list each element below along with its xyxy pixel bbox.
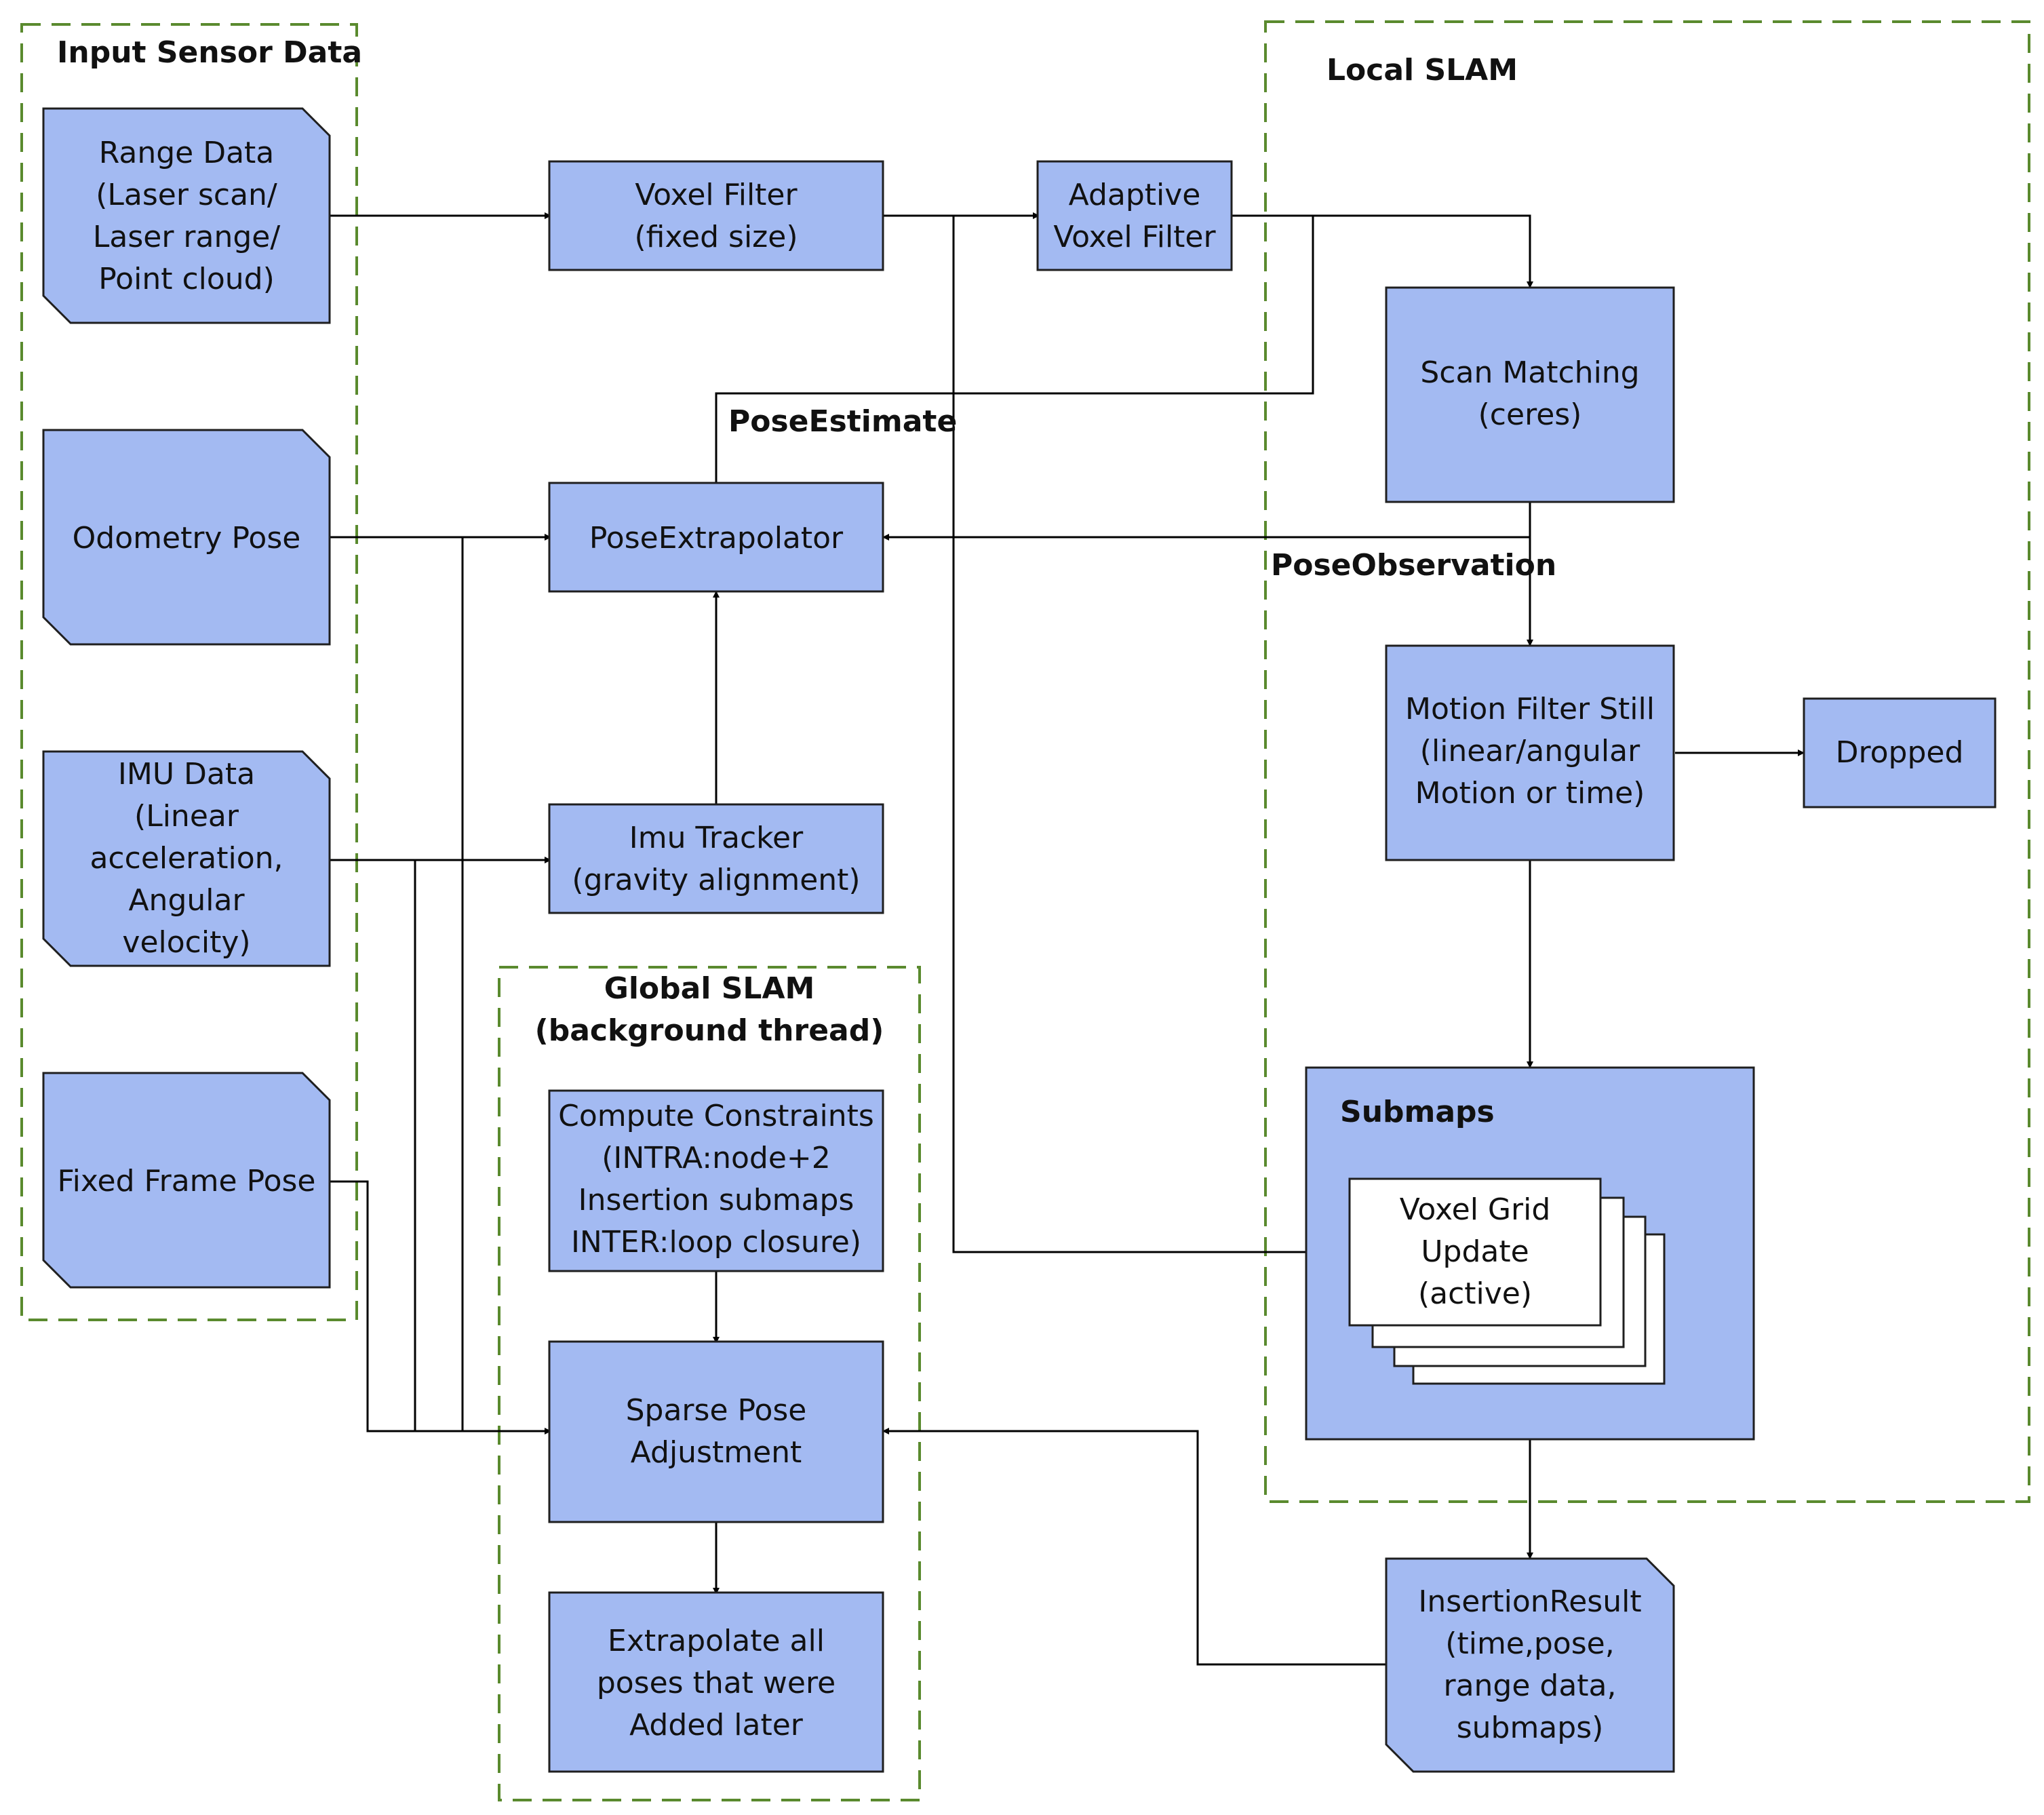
node-insertion-result-line3: range data, (1443, 1668, 1616, 1703)
node-voxel-grid-line3: (active) (1418, 1276, 1532, 1311)
node-dropped: Dropped (1803, 697, 1997, 808)
edge-label-pose-estimate: PoseEstimate (728, 404, 957, 439)
node-scan-matching-line2: (ceres) (1478, 397, 1582, 432)
node-odometry-pose-line1: Odometry Pose (73, 521, 301, 555)
group-title-local-slam: Local SLAM (1326, 53, 1518, 87)
node-submaps-title: Submaps (1340, 1095, 1495, 1129)
group-local-slam: Local SLAM (1264, 20, 2030, 1503)
node-adaptive-voxel-filter: Adaptive Voxel Filter (1036, 160, 1233, 271)
node-compute-constraints-line1: Compute Constraints (558, 1099, 874, 1133)
node-imu-data-line3: acceleration, (90, 841, 283, 876)
node-insertion-result-line2: (time,pose, (1445, 1626, 1614, 1661)
node-extrapolate-all-line2: poses that were (597, 1666, 836, 1700)
node-extrapolate-all-line1: Extrapolate all (608, 1624, 825, 1658)
node-voxel-grid-line1: Voxel Grid (1400, 1192, 1551, 1227)
node-imu-tracker-line1: Imu Tracker (629, 821, 804, 855)
node-adaptive-voxel-filter-line2: Voxel Filter (1053, 220, 1216, 254)
connectors (330, 212, 1805, 1666)
node-compute-constraints: Compute Constraints (INTRA:node+2 Insert… (548, 1089, 884, 1272)
node-sparse-pose-line1: Sparse Pose (626, 1393, 807, 1428)
node-sparse-pose-adjustment: Sparse Pose Adjustment (548, 1340, 884, 1523)
node-fixed-frame-pose: Fixed Frame Pose (42, 1072, 331, 1289)
node-imu-data-line2: (Linear (134, 799, 239, 834)
node-insertion-result: InsertionResult (time,pose, range data, … (1385, 1557, 1675, 1773)
node-voxel-grid-line2: Update (1421, 1234, 1529, 1269)
node-pose-extrapolator: PoseExtrapolator (548, 482, 884, 593)
node-range-data: Range Data (Laser scan/ Laser range/ Poi… (42, 107, 331, 324)
edge-label-pose-observation: PoseObservation (1271, 548, 1556, 583)
node-voxel-filter-line2: (fixed size) (634, 220, 798, 254)
node-sparse-pose-line2: Adjustment (631, 1435, 802, 1470)
node-imu-data-line1: IMU Data (118, 757, 255, 792)
group-title-global-slam-line2: (background thread) (535, 1013, 884, 1048)
group-title-input-sensor-data: Input Sensor Data (57, 35, 362, 70)
node-motion-filter-line1: Motion Filter Still (1405, 692, 1655, 726)
node-insertion-result-line4: submaps) (1457, 1711, 1604, 1745)
node-range-data-line1: Range Data (99, 136, 275, 170)
node-dropped-line1: Dropped (1836, 735, 1964, 770)
node-pose-extrapolator-line1: PoseExtrapolator (589, 521, 844, 555)
node-compute-constraints-line3: Insertion submaps (578, 1183, 854, 1217)
edge-adaptive-to-scan-matching (1232, 214, 1533, 288)
node-range-data-line2: (Laser scan/ (96, 178, 277, 212)
node-compute-constraints-line2: (INTRA:node+2 (602, 1141, 831, 1175)
group-global-slam: Global SLAM (background thread) (498, 966, 921, 1801)
node-scan-matching: Scan Matching (ceres) (1385, 286, 1675, 503)
node-insertion-result-line1: InsertionResult (1418, 1584, 1641, 1619)
edge-adaptive-to-pose-estimate (715, 216, 1314, 484)
node-fixed-frame-pose-line1: Fixed Frame Pose (58, 1164, 316, 1198)
node-imu-tracker: Imu Tracker (gravity alignment) (548, 803, 884, 914)
node-range-data-line3: Laser range/ (93, 220, 280, 254)
node-motion-filter-line3: Motion or time) (1415, 776, 1645, 811)
node-extrapolate-all-line3: Added later (629, 1708, 804, 1742)
node-motion-filter: Motion Filter Still (linear/angular Moti… (1385, 644, 1675, 861)
node-imu-data-line5: velocity) (122, 925, 250, 960)
edge-fixed-frame-to-sparse-pose (330, 1180, 551, 1435)
group-title-global-slam-line1: Global SLAM (604, 971, 815, 1006)
group-input-sensor-data: Input Sensor Data (20, 23, 362, 1321)
node-compute-constraints-line4: INTER:loop closure) (571, 1225, 861, 1260)
node-extrapolate-all: Extrapolate all poses that were Added la… (548, 1591, 884, 1773)
node-voxel-filter-line1: Voxel Filter (635, 178, 798, 212)
node-motion-filter-line2: (linear/angular (1420, 734, 1640, 768)
node-imu-data-line4: Angular (128, 883, 245, 918)
node-imu-data: IMU Data (Linear acceleration, Angular v… (42, 750, 331, 967)
edge-insertion-to-sparse-pose (882, 1428, 1386, 1666)
node-submaps: Submaps Voxel Grid Update (active) (1305, 1066, 1755, 1441)
node-odometry-pose: Odometry Pose (42, 429, 331, 646)
node-imu-tracker-line2: (gravity alignment) (572, 863, 860, 897)
node-scan-matching-line1: Scan Matching (1420, 355, 1639, 390)
node-voxel-grid-update (1348, 1177, 1602, 1327)
node-adaptive-voxel-filter-line1: Adaptive (1069, 178, 1201, 212)
node-voxel-filter: Voxel Filter (fixed size) (548, 160, 884, 271)
node-range-data-line4: Point cloud) (98, 262, 275, 296)
edge-voxel-to-voxelgrid (952, 216, 1350, 1255)
